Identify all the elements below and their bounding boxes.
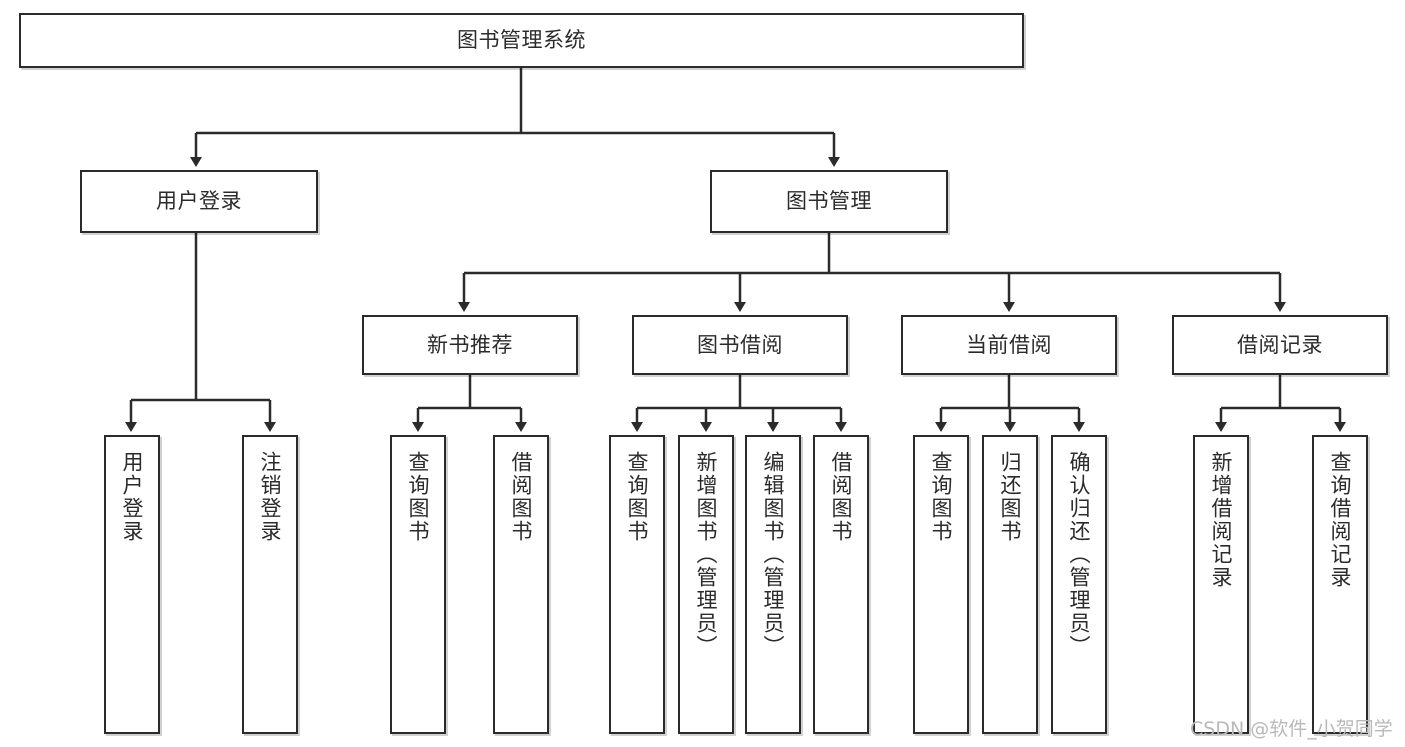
- node-user-login[interactable]: 用户登录: [80, 170, 318, 233]
- node-label: 查询图书: [929, 451, 954, 543]
- leaf-borrow-book-recommend[interactable]: 借阅图书: [493, 435, 549, 734]
- node-label: 查询借阅记录: [1328, 451, 1353, 589]
- node-label: 借阅图书: [829, 451, 854, 543]
- node-label: 图书管理系统: [457, 28, 586, 53]
- node-book-management[interactable]: 图书管理: [710, 170, 948, 233]
- leaf-user-logout[interactable]: 注销登录: [242, 435, 298, 734]
- node-borrow-record[interactable]: 借阅记录: [1172, 315, 1388, 375]
- node-root-book-management-system[interactable]: 图书管理系统: [19, 13, 1024, 68]
- leaf-edit-book-admin[interactable]: 编辑图书（管理员）: [745, 435, 801, 734]
- leaf-borrow-book[interactable]: 借阅图书: [813, 435, 869, 734]
- node-label: 用户登录: [120, 451, 145, 543]
- node-label: 借阅记录: [1237, 332, 1323, 357]
- leaf-user-login[interactable]: 用户登录: [104, 435, 160, 734]
- node-label: 当前借阅: [966, 332, 1052, 357]
- leaf-query-book-recommend[interactable]: 查询图书: [390, 435, 446, 734]
- leaf-return-book[interactable]: 归还图书: [982, 435, 1038, 734]
- leaf-query-book-current[interactable]: 查询图书: [913, 435, 969, 734]
- csdn-watermark: CSDN @软件_小贺同学: [1190, 718, 1393, 740]
- leaf-add-borrow-record[interactable]: 新增借阅记录: [1193, 435, 1249, 734]
- leaf-query-book-borrow[interactable]: 查询图书: [609, 435, 665, 734]
- node-label: 归还图书: [998, 451, 1023, 543]
- node-label: 图书管理: [786, 189, 872, 214]
- node-label: 注销登录: [258, 451, 283, 543]
- node-label: 新书推荐: [427, 332, 513, 357]
- leaf-query-borrow-record[interactable]: 查询借阅记录: [1312, 435, 1368, 734]
- leaf-add-book-admin[interactable]: 新增图书（管理员）: [678, 435, 734, 734]
- node-label: 确认归还（管理员）: [1067, 451, 1092, 658]
- node-book-borrow[interactable]: 图书借阅: [632, 315, 848, 375]
- node-label: 查询图书: [625, 451, 650, 543]
- node-label: 借阅图书: [509, 451, 534, 543]
- node-label: 编辑图书（管理员）: [761, 451, 786, 658]
- node-new-book-recommend[interactable]: 新书推荐: [362, 315, 578, 375]
- node-label: 新增图书（管理员）: [694, 451, 719, 658]
- node-label: 查询图书: [406, 451, 431, 543]
- node-label: 新增借阅记录: [1209, 451, 1234, 589]
- node-label: 用户登录: [156, 189, 242, 214]
- node-current-borrow[interactable]: 当前借阅: [901, 315, 1117, 375]
- leaf-confirm-return-admin[interactable]: 确认归还（管理员）: [1051, 435, 1107, 734]
- node-label: 图书借阅: [697, 332, 783, 357]
